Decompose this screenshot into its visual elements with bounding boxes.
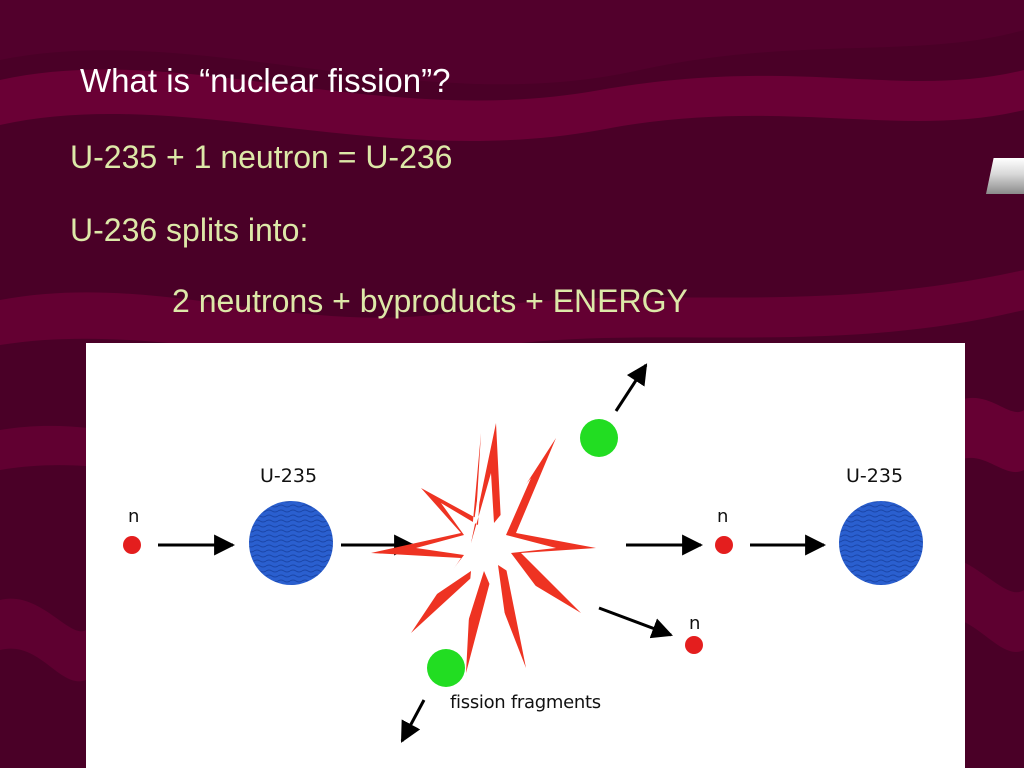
splits-line: U-236 splits into: — [70, 212, 309, 248]
equation-line: U-235 + 1 neutron = U-236 — [70, 139, 453, 175]
fission-diagram: U-235 U-235 n n n fission fragments — [86, 343, 965, 768]
arrow-fragment-lower — [400, 699, 426, 743]
neutron-out-1 — [715, 536, 733, 554]
slide-title: What is “nuclear fission”? — [80, 62, 451, 99]
label-uranium-right: U-235 — [846, 465, 904, 487]
label-uranium-left: U-235 — [260, 465, 318, 487]
uranium-nucleus-right — [839, 501, 923, 585]
arrow-fragment-upper — [614, 363, 648, 412]
arrow-burst-to-neutron-2 — [598, 606, 673, 639]
fission-diagram-graphic — [123, 363, 923, 743]
label-neutron-out-2: n — [689, 613, 701, 634]
neutron-out-2 — [685, 636, 703, 654]
fission-fragment-upper — [580, 419, 618, 457]
products-line: 2 neutrons + byproducts + ENERGY — [172, 283, 688, 319]
fission-fragment-lower — [427, 649, 465, 687]
fission-burst-core — [416, 473, 556, 628]
label-neutron-incoming: n — [128, 506, 140, 527]
label-neutron-out-1: n — [717, 506, 729, 527]
label-fission-fragments: fission fragments — [450, 692, 601, 713]
neutron-incoming — [123, 536, 141, 554]
uranium-nucleus-left — [249, 501, 333, 585]
